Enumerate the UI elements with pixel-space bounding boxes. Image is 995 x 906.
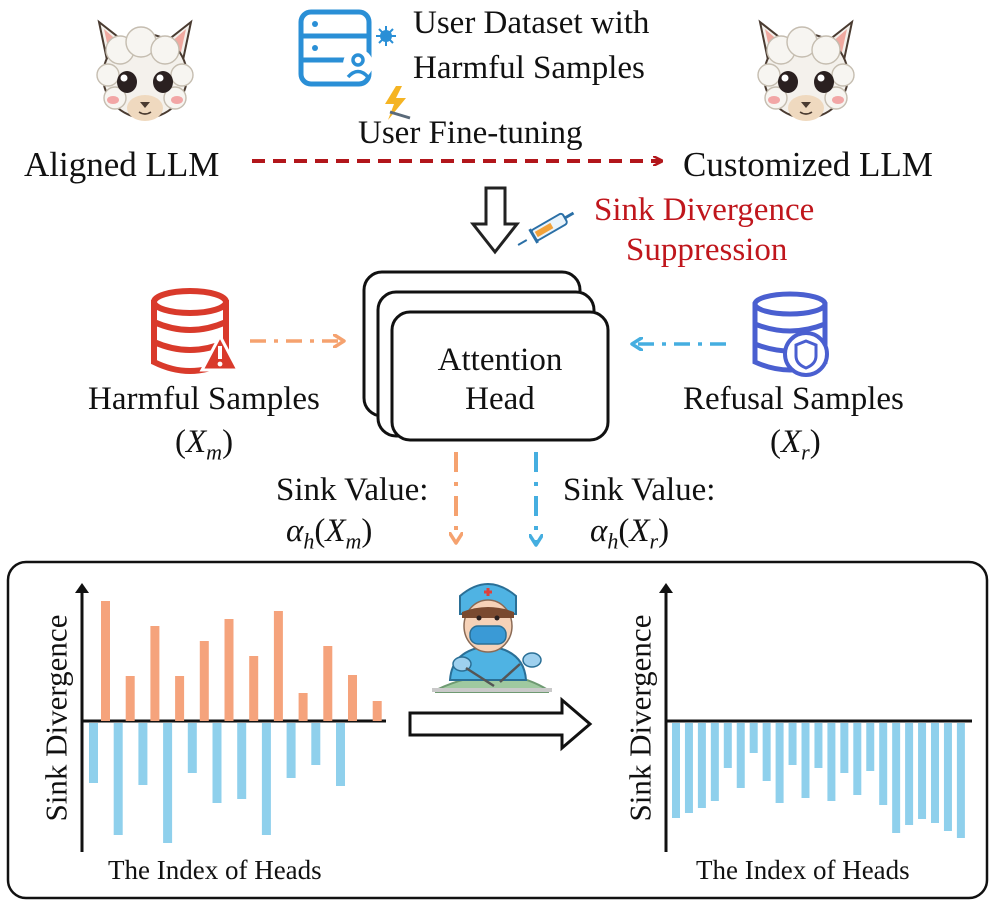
left-positive-bar-7 [249, 656, 259, 721]
left-positive-bar-12 [372, 701, 382, 721]
right-negative-bar-11 [801, 723, 810, 798]
harmful-database-icon [151, 288, 241, 374]
right-chart-ylabel: Sink Divergence [622, 614, 658, 822]
left-negative-bar-4 [163, 723, 173, 843]
right-negative-bar-16 [866, 723, 875, 771]
right-negative-bar-6 [736, 723, 745, 788]
right-negative-bar-3 [697, 723, 706, 808]
right-negative-bar-1 [672, 723, 680, 818]
left-negative-bar-6 [212, 723, 222, 803]
virus-icon [376, 26, 396, 46]
attention-head-line1: Attention [437, 342, 563, 378]
right-chart-bars [672, 723, 965, 838]
suppression-label-line1: Sink Divergence [594, 192, 815, 228]
left-negative-bar-7 [237, 723, 247, 799]
right-negative-bar-2 [684, 723, 693, 813]
right-negative-bar-23 [956, 723, 965, 838]
right-negative-bar-17 [879, 723, 888, 805]
right-negative-bar-12 [814, 723, 823, 768]
left-positive-bar-2 [125, 676, 135, 721]
suppression-label-line2: Suppression [626, 232, 788, 268]
llama-aligned-icon [96, 19, 194, 121]
sink-value-left-math: αh(Xm) [286, 513, 373, 554]
harmful-samples-label: Harmful Samples [88, 381, 320, 417]
left-negative-bar-11 [336, 723, 345, 786]
right-negative-bar-14 [840, 723, 849, 773]
left-positive-bar-1 [101, 601, 110, 721]
right-negative-bar-8 [762, 723, 771, 781]
syringe-icon [517, 211, 575, 246]
right-negative-bar-4 [710, 723, 719, 801]
customized-llm-label: Customized LLM [683, 145, 933, 184]
right-negative-bar-15 [853, 723, 862, 795]
left-negative-bar-5 [187, 723, 197, 773]
right-negative-bar-5 [723, 723, 732, 768]
attention-head-line2: Head [465, 381, 535, 417]
left-chart-bars [89, 601, 382, 843]
left-negative-bar-10 [311, 723, 321, 765]
right-chart-xlabel: The Index of Heads [696, 855, 910, 885]
user-dataset-icon [298, 9, 373, 87]
left-positive-bar-11 [348, 675, 357, 721]
dataset-label-line1: User Dataset with [413, 5, 650, 41]
sink-value-right-math: αh(Xr) [590, 513, 670, 554]
left-negative-bar-1 [89, 723, 98, 783]
left-negative-bar-2 [113, 723, 123, 835]
dataset-label-line2: Harmful Samples [413, 50, 645, 86]
transition-arrow [408, 696, 593, 752]
left-chart-xlabel: The Index of Heads [108, 855, 322, 885]
sink-value-right-label: Sink Value: [563, 472, 716, 508]
left-negative-bar-8 [261, 723, 271, 835]
left-positive-bar-3 [150, 626, 160, 721]
right-negative-bar-18 [892, 723, 901, 833]
attention-head-stack [362, 270, 610, 442]
left-negative-bar-9 [286, 723, 296, 778]
refusal-samples-math: (Xr) [770, 424, 821, 465]
lightning-icon [385, 86, 411, 120]
doctor-icon [432, 583, 552, 693]
down-arrow [469, 186, 521, 255]
sink-value-left-label: Sink Value: [276, 472, 429, 508]
left-positive-bar-4 [175, 676, 185, 721]
harmful-samples-math: (Xm) [175, 424, 234, 465]
right-negative-bar-22 [943, 723, 952, 831]
right-negative-bar-7 [749, 723, 758, 753]
right-negative-bar-13 [827, 723, 836, 801]
right-negative-bar-9 [775, 723, 784, 803]
aligned-llm-label: Aligned LLM [24, 145, 220, 184]
left-positive-bar-8 [273, 611, 283, 721]
left-positive-bar-10 [323, 646, 333, 721]
refusal-database-icon [752, 291, 829, 377]
left-positive-bar-6 [224, 619, 234, 721]
llama-customized-icon [757, 19, 855, 121]
right-negative-bar-10 [788, 723, 797, 765]
finetune-label: User Fine-tuning [358, 115, 583, 151]
right-negative-bar-21 [931, 723, 939, 823]
refusal-samples-label: Refusal Samples [683, 381, 904, 417]
left-positive-bar-5 [199, 641, 209, 721]
right-negative-bar-19 [905, 723, 914, 825]
left-positive-bar-9 [298, 693, 308, 721]
right-negative-bar-20 [918, 723, 927, 819]
left-chart-ylabel: Sink Divergence [38, 614, 74, 822]
left-negative-bar-3 [138, 723, 148, 785]
